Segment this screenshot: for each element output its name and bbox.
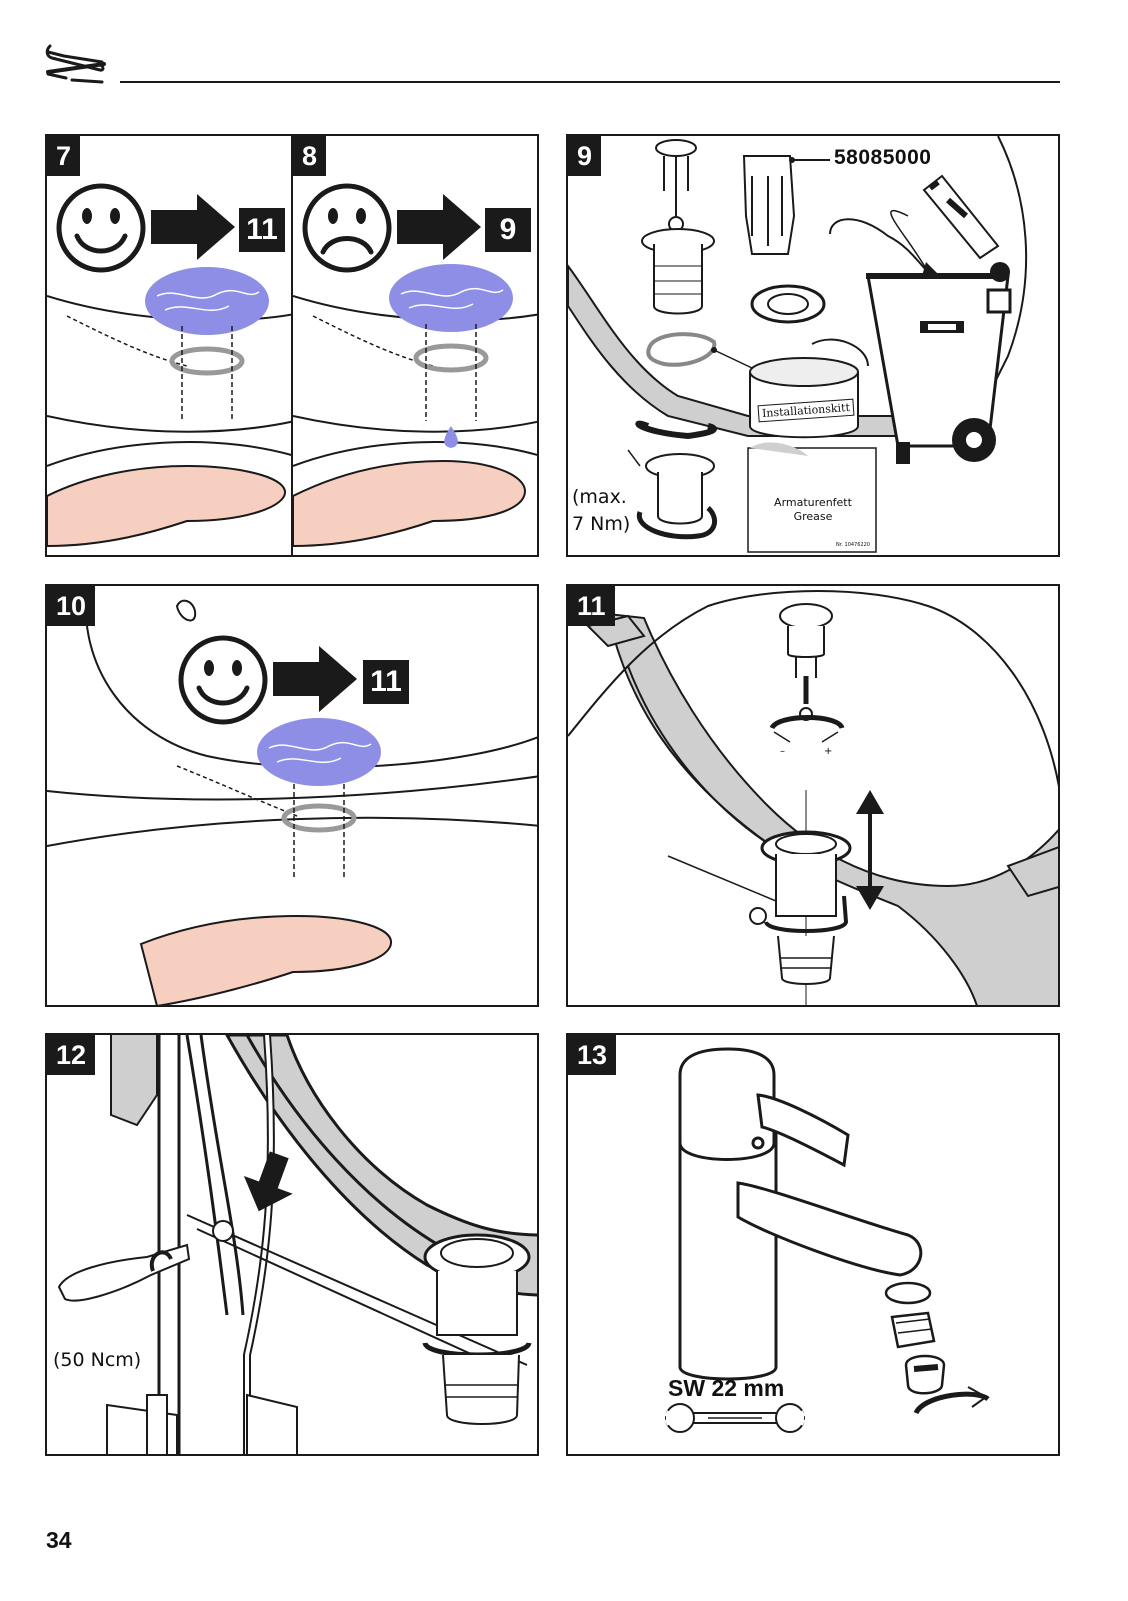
header-rule	[120, 81, 1060, 83]
plug-icon	[769, 603, 845, 743]
arrow-right-icon	[151, 194, 235, 260]
step-11-badge: 11	[568, 586, 615, 626]
grease-code: Nr. 10476220	[836, 542, 870, 548]
waste-assembly-icon	[422, 1233, 532, 1425]
step-9-illustration	[568, 136, 1028, 553]
step-13-panel: 13 SW 22 mm	[566, 1033, 1060, 1456]
wrench-size-label: SW 22 mm	[668, 1375, 785, 1401]
smiley-sad-icon	[302, 183, 392, 273]
step-7-panel: 7 11	[45, 134, 293, 557]
drain-flange-icon	[627, 449, 717, 540]
water-drop-icon	[444, 426, 458, 448]
putty-ring-icon	[646, 332, 717, 367]
hand-icon	[139, 914, 393, 1005]
smiley-happy-icon	[56, 183, 146, 273]
step-13-badge: 13	[568, 1035, 617, 1075]
spare-part-icon	[742, 155, 830, 255]
wrench-icon	[664, 1403, 806, 1433]
target-step-box: 11	[363, 660, 409, 704]
step-8-badge: 8	[293, 136, 327, 176]
page-number: 34	[46, 1527, 72, 1553]
aerator-parts-icon	[884, 1281, 990, 1415]
faucet-icon	[678, 1047, 923, 1381]
step-12-illustration	[57, 1035, 537, 1454]
step-8-illustration	[293, 264, 537, 548]
water-pool-icon	[389, 264, 513, 332]
down-arrow-icon	[243, 1151, 293, 1212]
arrow-right-icon	[397, 194, 481, 260]
step-8-panel: 8 9	[291, 134, 539, 557]
grease-label: Armaturenfett Grease	[774, 496, 852, 523]
hand-icon	[47, 464, 286, 548]
target-step-box: 9	[485, 208, 531, 252]
minus-label: –	[780, 746, 785, 757]
grease-sachet-icon	[747, 447, 877, 553]
rotate-arrow-icon	[769, 715, 845, 730]
torque-label: (max. 7 Nm)	[572, 486, 631, 535]
water-pool-icon	[145, 267, 269, 335]
step-10-illustration	[47, 586, 537, 1005]
arrow-right-icon	[273, 646, 357, 712]
smiley-happy-icon	[178, 635, 268, 725]
hand-icon	[293, 459, 527, 548]
step-11-panel: 11 – +	[566, 584, 1060, 1007]
waste-assembly-icon	[749, 830, 852, 985]
step-11-illustration	[568, 590, 1058, 1005]
plus-label: +	[824, 746, 833, 757]
seal-ring-icon	[635, 420, 717, 440]
wrench-screwdriver-icon	[45, 44, 106, 84]
waste-bin-icon	[866, 174, 1012, 464]
putty-can-icon	[749, 338, 869, 439]
screwdriver-icon	[57, 1243, 191, 1302]
target-step-box: 11	[239, 208, 285, 252]
water-pool-icon	[257, 718, 381, 786]
step-10-badge: 10	[47, 586, 96, 626]
step-7-illustration	[47, 267, 293, 548]
step-9-badge: 9	[568, 136, 602, 176]
up-down-arrow-icon	[856, 790, 884, 910]
step-12-panel: 12 (50 Ncm)	[45, 1033, 539, 1456]
part-number-label: 58085000	[834, 146, 932, 169]
step-7-badge: 7	[47, 136, 81, 176]
torque-label: (50 Ncm)	[53, 1349, 142, 1371]
waste-body-icon	[641, 228, 715, 315]
step-10-panel: 10 11	[45, 584, 539, 1007]
step-12-badge: 12	[47, 1035, 96, 1075]
plug-icon	[655, 139, 697, 232]
step-13-illustration	[664, 1047, 990, 1433]
step-9-panel: 9 58085000 Installationskitt (max. 7 Nm)…	[566, 134, 1060, 557]
